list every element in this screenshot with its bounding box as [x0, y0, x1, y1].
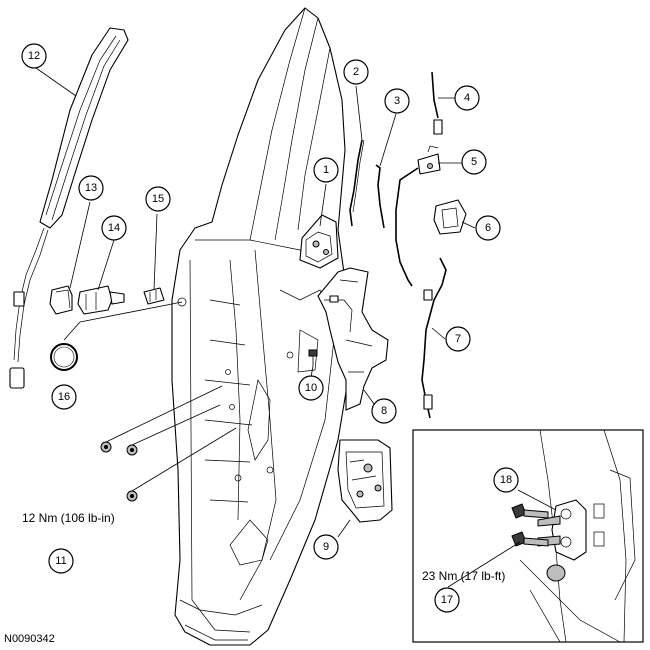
- part-6-handle: [433, 199, 467, 235]
- svg-text:9: 9: [323, 541, 329, 553]
- callout-6: 6: [475, 215, 501, 241]
- svg-text:10: 10: [305, 382, 317, 394]
- callout-13: 13: [78, 175, 104, 201]
- callout-17: 17: [434, 587, 460, 613]
- inset-detail: [412, 429, 644, 643]
- callout-11: 11: [48, 548, 74, 574]
- svg-text:16: 16: [58, 391, 70, 403]
- part-8-shield: [317, 267, 389, 411]
- callout-5: 5: [461, 149, 487, 175]
- callouts: 1 2 3 4 5 6 7 8: [21, 43, 519, 613]
- part-9-door-latch: [337, 439, 393, 523]
- svg-text:4: 4: [464, 92, 470, 104]
- callout-12: 12: [21, 43, 47, 69]
- torque-note-main: 12 Nm (106 lb-in): [22, 511, 115, 525]
- torque-note-inset: 23 Nm (17 lb-ft): [422, 569, 505, 583]
- svg-text:11: 11: [55, 555, 66, 567]
- svg-text:12: 12: [28, 50, 40, 62]
- callout-14: 14: [101, 215, 127, 241]
- leader-lines: [35, 67, 476, 538]
- part-1-latch: [299, 214, 339, 269]
- callout-9: 9: [313, 534, 339, 560]
- part-12-glass-run: [9, 27, 129, 389]
- part-5-bracket-rod: [395, 145, 441, 287]
- figure-id: N0090342: [4, 633, 55, 645]
- svg-text:5: 5: [471, 156, 477, 168]
- part-2-rod: [349, 139, 365, 227]
- part-13-grommet: [49, 285, 73, 315]
- svg-text:14: 14: [108, 222, 120, 234]
- part-10-screw: [308, 349, 318, 366]
- svg-text:7: 7: [455, 333, 461, 345]
- callout-4: 4: [454, 85, 480, 111]
- callout-18: 18: [493, 467, 519, 493]
- svg-text:18: 18: [500, 474, 512, 486]
- part-3-rod: [375, 164, 385, 229]
- part-16-ring: [50, 343, 78, 371]
- part-4-rod-clip: [431, 71, 443, 135]
- callout-3: 3: [384, 88, 410, 114]
- svg-text:13: 13: [85, 182, 97, 194]
- svg-text:1: 1: [323, 164, 329, 176]
- door-inner-panel: [171, 7, 351, 646]
- svg-text:17: 17: [441, 594, 453, 606]
- svg-text:3: 3: [394, 95, 400, 107]
- part-7-cable: [421, 257, 447, 419]
- callout-16: 16: [51, 384, 77, 410]
- part-14-motor: [77, 285, 125, 315]
- part-15-connector: [143, 287, 165, 305]
- svg-text:6: 6: [485, 222, 491, 234]
- callout-8: 8: [371, 398, 397, 424]
- callout-7: 7: [445, 326, 471, 352]
- svg-text:8: 8: [381, 405, 387, 417]
- part-11-nuts: [100, 385, 237, 502]
- callout-2: 2: [343, 59, 369, 85]
- svg-text:2: 2: [353, 66, 359, 78]
- callout-1: 1: [313, 157, 339, 183]
- svg-text:15: 15: [152, 193, 164, 205]
- callout-10: 10: [298, 375, 324, 401]
- callout-15: 15: [145, 186, 171, 212]
